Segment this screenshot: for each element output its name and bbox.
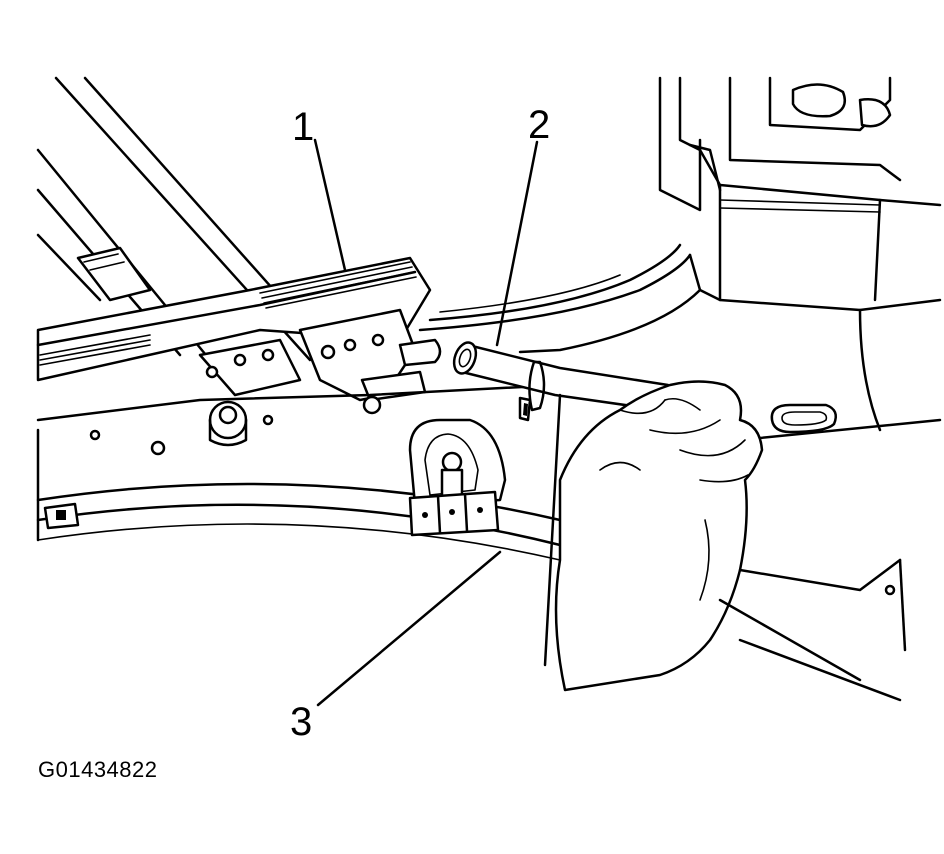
figure-id-label: G01434822 — [38, 757, 158, 782]
leader-3 — [316, 550, 502, 707]
callout-leaders — [313, 138, 539, 707]
wheelhouse-panel — [418, 243, 722, 354]
callout-3: 3 — [290, 700, 312, 744]
body-panel-upper-right — [658, 76, 942, 442]
leader-1 — [313, 138, 347, 272]
callout-2: 2 — [528, 103, 550, 147]
technician-hand — [554, 380, 907, 702]
track-assembly — [36, 256, 442, 415]
track-hatching — [39, 261, 417, 366]
mounting-pocket — [408, 418, 507, 537]
leader-2 — [495, 140, 539, 347]
callout-1: 1 — [292, 105, 314, 149]
